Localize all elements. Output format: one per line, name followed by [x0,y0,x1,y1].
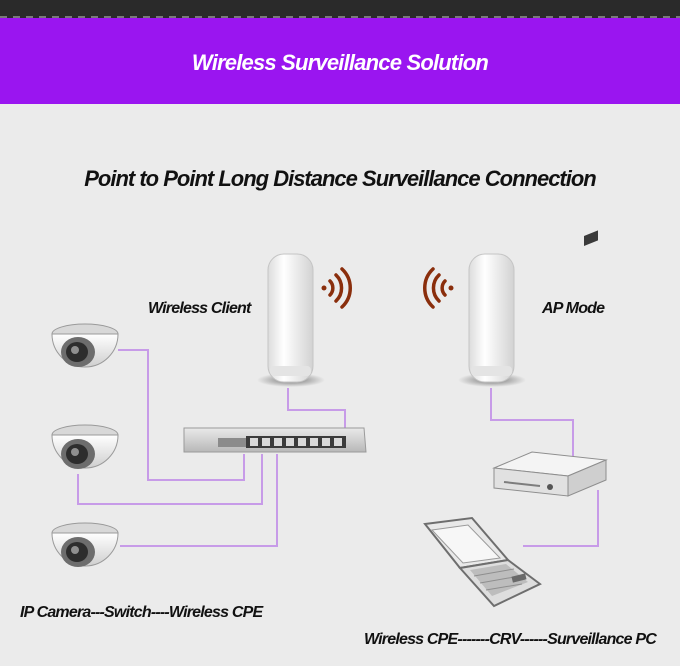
dashed-divider [0,16,680,18]
nvr-icon [492,230,608,497]
cable-nvr-laptop [523,490,599,547]
cpe-icon [458,253,526,387]
header-banner [0,18,680,104]
cable-camera3-switch [120,454,278,547]
label-wireless-client: Wireless Client [148,300,251,317]
diagram-title: Point to Point Long Distance Surveillanc… [84,166,597,191]
top-strip [0,0,680,18]
cable-camera1-switch [118,349,245,481]
cpe-icon [257,253,325,387]
cable-cpe-nvr [490,388,574,464]
signal-icon [321,267,352,309]
label-left-chain: IP Camera---Switch----Wireless CPE [20,604,263,621]
label-right-chain: Wireless CPE-------CRV------Surveillance… [364,631,657,648]
banner-title: Wireless Surveillance Solution [191,50,489,75]
laptop-icon [423,516,542,608]
camera-icon [51,323,119,368]
camera-icon [51,424,119,469]
label-ap-mode: AP Mode [542,300,605,317]
camera-icon [51,522,119,567]
cable-camera2-switch [77,454,263,505]
cable-cpe-switch [287,388,346,432]
cables [77,349,599,547]
signal-icon [423,267,454,309]
switch-icon [183,427,367,453]
